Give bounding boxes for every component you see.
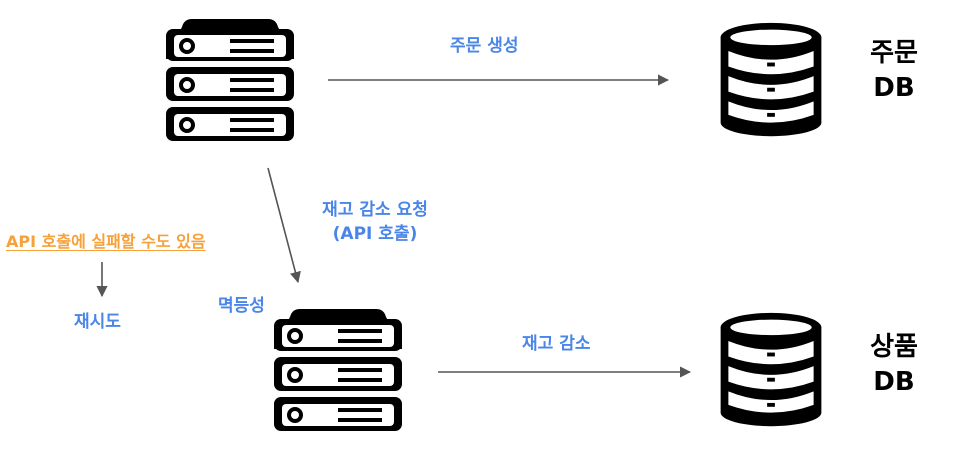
product-db-icon	[720, 312, 822, 427]
product-db-label: 상품 DB	[858, 330, 930, 400]
product-db-label-line2: DB	[873, 367, 915, 398]
order-db-label-line1: 주문	[870, 38, 918, 68]
stock-request-arrow	[267, 167, 301, 284]
idempotency-label: 멱등성	[218, 296, 265, 316]
stock-request-label: 재고 감소 요청 (API 호출)	[308, 200, 442, 245]
order-db-label: 주문 DB	[858, 36, 930, 106]
create-order-label: 주문 생성	[450, 36, 519, 56]
decrease-stock-label: 재고 감소	[522, 334, 591, 354]
product-server-icon	[274, 309, 402, 431]
product-db-label-line1: 상품	[870, 332, 918, 362]
retry-label: 재시도	[74, 312, 121, 332]
order-db-icon	[720, 22, 822, 137]
stock-request-label-line1: 재고 감소 요청	[322, 200, 428, 220]
api-fail-note: API 호출에 실패할 수도 있음	[6, 232, 206, 251]
order-server-icon	[166, 19, 294, 141]
stock-request-label-line2: (API 호출)	[332, 224, 418, 245]
order-db-label-line2: DB	[873, 73, 915, 104]
